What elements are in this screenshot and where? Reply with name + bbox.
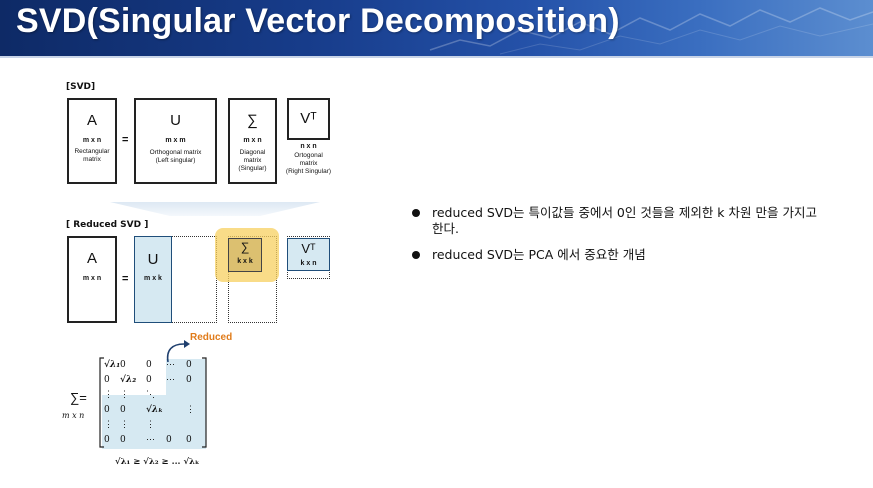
reduced-matrix-sigma-dim: k x k <box>237 258 253 265</box>
matrix-a: A m x n Rectangular matrix <box>67 98 117 184</box>
matrix-sigma-desc-2: matrix <box>243 157 262 164</box>
bullet-list: reduced SVD는 특이값들 중에서 0인 것들을 제외한 k 차원 만을… <box>410 205 830 273</box>
sigma-cell: ⋯ <box>166 375 175 385</box>
matrix-sigma-symbol: ∑ <box>247 112 258 129</box>
matrix-a-desc-2: matrix <box>83 156 101 163</box>
page-title: SVD(Singular Vector Decomposition) <box>16 2 620 40</box>
sigma-equals-label: ∑= <box>70 390 87 405</box>
matrix-vt-dim: n x n <box>300 143 317 150</box>
matrix-u-dim: m x m <box>165 137 186 144</box>
matrix-u-desc-2: (Left singular) <box>155 157 196 164</box>
sigma-cell: 0 <box>104 405 110 415</box>
sigma-cell: ⋱ <box>146 390 155 400</box>
title-banner: SVD(Singular Vector Decomposition) <box>0 0 873 56</box>
bullet-text-1: reduced SVD는 특이값들 중에서 0인 것들을 제외한 k 차원 만을… <box>432 205 817 236</box>
reduced-matrix-vt: Vᵀ k x n <box>287 238 330 271</box>
equals-sign: = <box>122 134 129 146</box>
sigma-cell: ⋯ <box>166 360 175 370</box>
reduced-matrix-vt-dim: k x n <box>300 260 317 267</box>
matrix-a-symbol: A <box>86 112 97 129</box>
reduced-matrix-vt-symbol: Vᵀ <box>301 241 316 256</box>
sigma-cell: 0 <box>146 375 152 385</box>
matrix-vt-desc-2: matrix <box>299 160 318 167</box>
sigma-cell: 0 <box>166 435 172 445</box>
reduced-matrix-a-symbol: A <box>86 250 97 267</box>
sigma-cell: 0 <box>104 435 110 445</box>
reduced-arrow-icon <box>166 340 190 363</box>
sigma-cell: √λ₂ <box>120 375 137 385</box>
matrix-a-dim: m x n <box>82 137 102 144</box>
reduced-matrix-sigma: ∑ k x k <box>228 238 262 272</box>
reduced-matrix-sigma-symbol: ∑ <box>240 240 250 254</box>
reduced-section-label: [ Reduced SVD ] <box>66 220 149 230</box>
sigma-cell: ⋮ <box>104 390 113 400</box>
sigma-cell: 0 <box>120 360 126 370</box>
bullet-text-2: reduced SVD는 PCA 에서 중요한 개념 <box>432 247 646 262</box>
sigma-cell: 0 <box>186 375 192 385</box>
matrix-vt-desc-1: Ortogonal <box>294 152 323 159</box>
eigen-inequality: √λ₁ ≥ √λ₂ ≥ ... √λₖ <box>115 457 200 467</box>
sigma-cell: ⋮ <box>186 405 195 415</box>
sigma-cell: 0 <box>120 435 126 445</box>
sigma-cell: 0 <box>186 435 192 445</box>
banner-background <box>429 7 873 55</box>
reduced-annotation: Reduced <box>190 332 233 343</box>
sigma-dim-label: m x n <box>62 411 85 420</box>
reduced-equals-sign: = <box>122 273 129 285</box>
matrix-u-symbol: U <box>170 112 181 129</box>
reduced-matrix-u-dim: m x k <box>144 275 162 282</box>
sigma-matrix-brackets <box>99 357 207 449</box>
svd-section-label: [SVD] <box>66 82 96 92</box>
matrix-sigma-desc-3: (Singular) <box>238 165 267 172</box>
sigma-cell: 0 <box>120 405 126 415</box>
bullet-item: reduced SVD는 PCA 에서 중요한 개념 <box>410 247 830 263</box>
sigma-cell: ⋮ <box>104 420 113 430</box>
sigma-cell: √λ₁ <box>104 360 121 370</box>
matrix-u: U m x m Orthogonal matrix (Left singular… <box>134 98 217 184</box>
reduced-matrix-u-symbol: U <box>147 251 159 268</box>
sigma-cell: ⋮ <box>120 390 129 400</box>
reduced-matrix-u: U m x k <box>134 236 172 323</box>
bullet-item: reduced SVD는 특이값들 중에서 0인 것들을 제외한 k 차원 만을… <box>410 205 830 237</box>
matrix-sigma-dim: m x n <box>243 137 262 144</box>
sigma-cell: ⋮ <box>120 420 129 430</box>
sigma-cell: ⋯ <box>146 435 155 445</box>
matrix-sigma: ∑ m x n Diagonal matrix (Singular) <box>228 98 277 184</box>
sigma-cell: 0 <box>186 360 192 370</box>
bullet-dot-icon <box>412 251 420 259</box>
matrix-a-desc-1: Rectangular <box>74 148 110 155</box>
sigma-cell: 0 <box>146 360 152 370</box>
bullet-dot-icon <box>412 209 420 217</box>
sigma-cell: ⋮ <box>146 420 155 430</box>
header-divider <box>0 56 873 58</box>
sigma-cell: 0 <box>104 375 110 385</box>
reduced-matrix-a: A m x n <box>67 236 117 323</box>
transition-arrow-shape <box>110 202 320 216</box>
matrix-vt-symbol: Vᵀ <box>300 110 317 127</box>
matrix-sigma-desc-1: Diagonal <box>239 149 266 156</box>
matrix-vt: Vᵀ <box>287 98 330 140</box>
matrix-u-desc-1: Orthogonal matrix <box>149 149 202 156</box>
reduced-matrix-a-dim: m x n <box>82 275 102 282</box>
matrix-vt-desc-3: (Right Singular) <box>285 168 332 175</box>
sigma-cell: √λₖ <box>146 405 163 415</box>
